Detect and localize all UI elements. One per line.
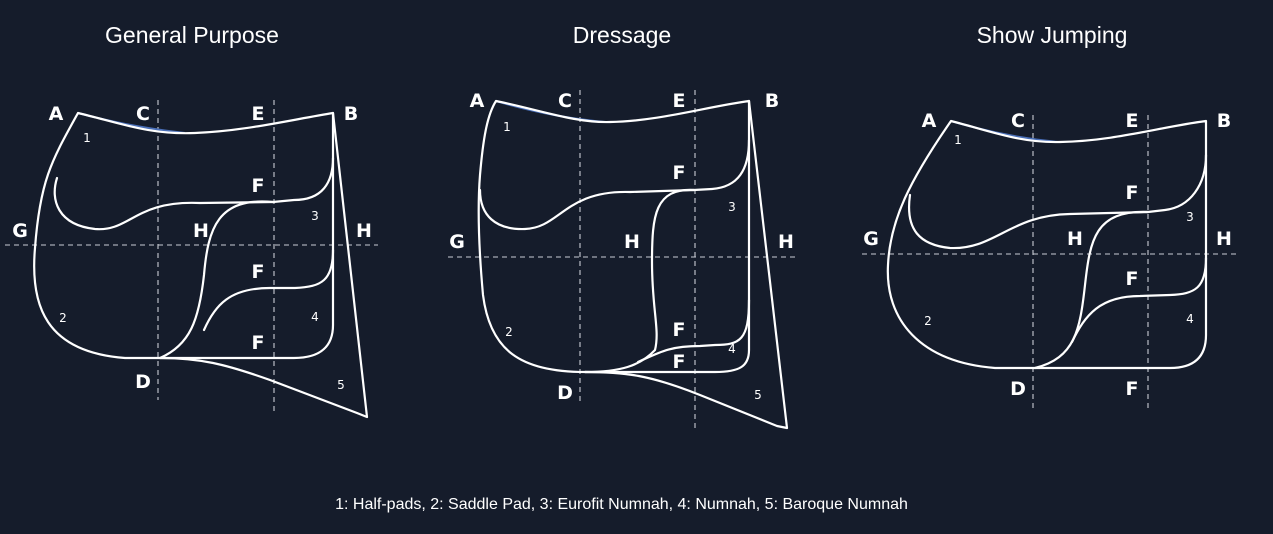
gp-outline-pad-3-lower: [202, 248, 335, 332]
dr-outline-pad-2: [477, 99, 751, 374]
gp-label-a: A: [49, 103, 64, 125]
sj-number-3: 3: [1186, 210, 1194, 224]
gp-label-g: G: [12, 220, 28, 242]
dr-outline-pad-3-4: [583, 138, 751, 374]
dr-number-2: 2: [505, 325, 513, 339]
gp-label-d: D: [135, 371, 151, 393]
dr-label-f-middle: F: [673, 319, 686, 341]
gp-label-f-lower: F: [252, 332, 265, 354]
sj-outline-pad-3-lower: [1070, 256, 1208, 344]
gp-number-5: 5: [337, 378, 345, 392]
gp-label-c: C: [136, 103, 150, 125]
gp-number-2: 2: [59, 311, 67, 325]
dr-label-h: H: [778, 231, 794, 253]
dr-label-b: B: [765, 90, 779, 112]
gp-number-1: 1: [83, 131, 91, 145]
sj-label-f-lower: F: [1126, 378, 1139, 400]
gp-outline-pad-5: [158, 111, 369, 419]
gp-outline-pad-3-4: [158, 156, 335, 360]
sj-label-a: A: [922, 110, 937, 132]
dr-label-h-inner: H: [624, 231, 640, 253]
gp-label-f-middle: F: [252, 261, 265, 283]
dr-outline-pad-5: [583, 99, 789, 430]
dr-label-f-lower: F: [673, 351, 686, 373]
dr-outline-pad-3-lower: [636, 298, 751, 364]
gp-label-b: B: [344, 103, 358, 125]
gp-label-h-inner: H: [193, 220, 209, 242]
dr-label-a: A: [470, 90, 485, 112]
gp-outline-pad-1: [53, 176, 275, 231]
sj-label-f-upper: F: [1126, 182, 1139, 204]
dressage-title: Dressage: [572, 22, 672, 48]
gp-label-f-upper: F: [252, 175, 265, 197]
sj-label-f-middle: F: [1126, 268, 1139, 290]
sj-label-e: E: [1126, 110, 1139, 132]
show-jumping-title: Show Jumping: [976, 22, 1128, 48]
dr-label-e: E: [673, 90, 686, 112]
gp-label-e: E: [252, 103, 265, 125]
sj-outline-pad-1: [907, 193, 1150, 250]
sj-label-h: H: [1216, 228, 1232, 250]
legend-caption: 1: Half-pads, 2: Saddle Pad, 3: Eurofit …: [335, 496, 908, 513]
sj-outline-pad-3-4: [1033, 153, 1208, 370]
dr-label-g: G: [449, 231, 465, 253]
dressage-diagram: A C E B F G H H F F D 1 2 3 4 5: [448, 90, 795, 430]
gp-label-h: H: [356, 220, 372, 242]
dr-number-4: 4: [728, 342, 736, 356]
sj-half-pad-accent: [950, 120, 1059, 143]
sj-outline-pad-2: [886, 119, 1208, 370]
sj-number-4: 4: [1186, 312, 1194, 326]
dr-label-f-upper: F: [673, 162, 686, 184]
gp-number-4: 4: [311, 310, 319, 324]
general-purpose-diagram: A C E B F G H H F F D 1 2 3 4 5: [5, 100, 378, 419]
general-purpose-title: General Purpose: [105, 22, 279, 48]
sj-label-h-inner: H: [1067, 228, 1083, 250]
dr-number-1: 1: [503, 120, 511, 134]
sj-label-b: B: [1217, 110, 1231, 132]
sj-label-d: D: [1010, 378, 1026, 400]
gp-number-3: 3: [311, 209, 319, 223]
sj-label-g: G: [863, 228, 879, 250]
dr-outline-pad-1: [478, 188, 696, 231]
dr-label-c: C: [558, 90, 572, 112]
show-jumping-diagram: A C E B F G H H F D F 1 2 3 4: [862, 110, 1240, 410]
dr-number-3: 3: [728, 200, 736, 214]
sj-number-1: 1: [954, 133, 962, 147]
gp-outline-pad-2: [33, 111, 335, 360]
dr-label-d: D: [557, 382, 573, 404]
sj-number-2: 2: [924, 314, 932, 328]
dr-number-5: 5: [754, 388, 762, 402]
sj-label-c: C: [1011, 110, 1025, 132]
